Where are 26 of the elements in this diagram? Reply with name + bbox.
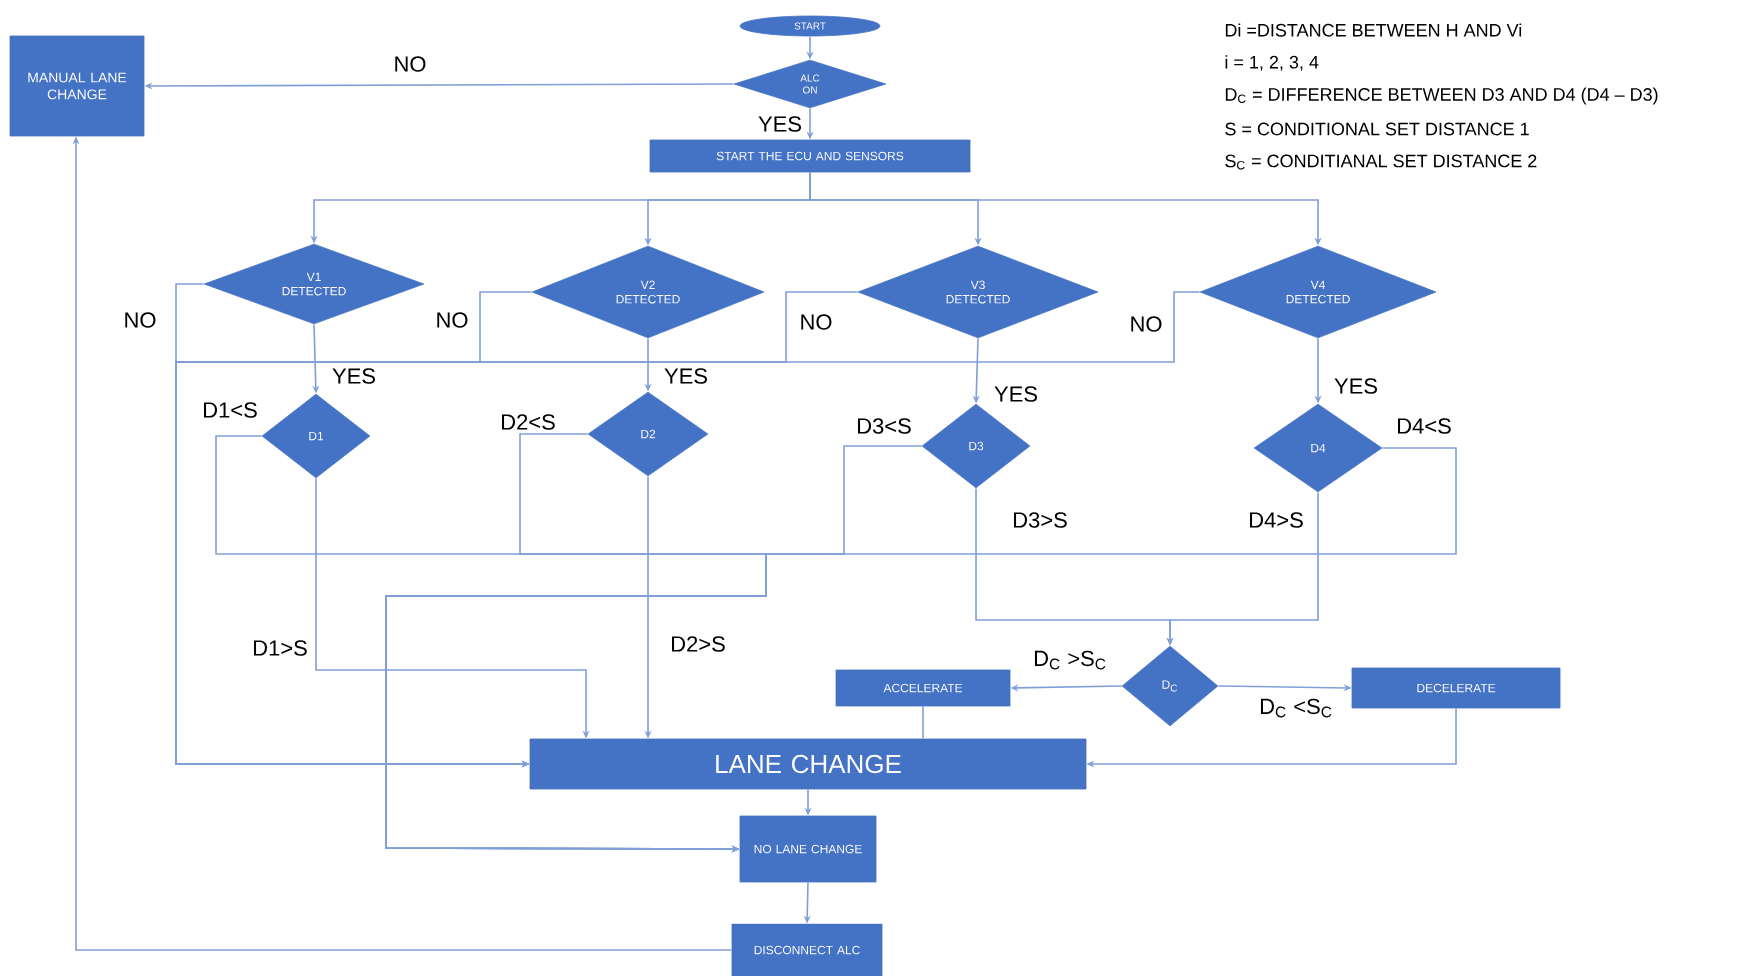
edge-label: D4>S	[1246, 510, 1306, 530]
edge-label: YES	[662, 366, 710, 386]
edge-label: YES	[1332, 376, 1381, 396]
edge-label: YES	[756, 114, 804, 134]
edge-label: NO	[797, 312, 835, 332]
note-text: S$_{C}$ = CONDITIANAL SET DISTANCE 2	[1225, 154, 1537, 170]
edge-label: D1<S	[200, 400, 260, 420]
note-text: Di =DISTANCE BETWEEN H AND Vi	[1225, 23, 1522, 37]
note-text: S = CONDITIONAL SET DISTANCE 1	[1225, 122, 1529, 136]
edge-label: NO	[433, 310, 471, 330]
edge-label: NO	[121, 310, 159, 330]
edge-label: D2<S	[498, 412, 558, 432]
note-text: i = 1, 2, 3, 4	[1225, 55, 1319, 71]
edge-label: NO	[391, 54, 429, 74]
edge-label: D3<S	[854, 416, 914, 436]
edge-label: D2>S	[668, 634, 728, 654]
edge-label: NO	[1127, 314, 1165, 334]
edge-label: D$_{C}$ <S$_{C}$	[1257, 696, 1335, 720]
edge-label: D3>S	[1010, 510, 1070, 530]
edge-label: YES	[330, 366, 378, 386]
edge-label: D$_{C}$ >S$_{C}$	[1031, 648, 1109, 672]
note-text: D$_{C}$ = DIFFERENCE BETWEEN D3 AND D4 (D4 – D3)	[1225, 87, 1658, 105]
edge-label: D4<S	[1394, 416, 1454, 436]
process-box: LANE CHANGE	[529, 738, 1087, 790]
edge-label: D1>S	[250, 638, 310, 658]
edge-label: YES	[992, 384, 1041, 404]
